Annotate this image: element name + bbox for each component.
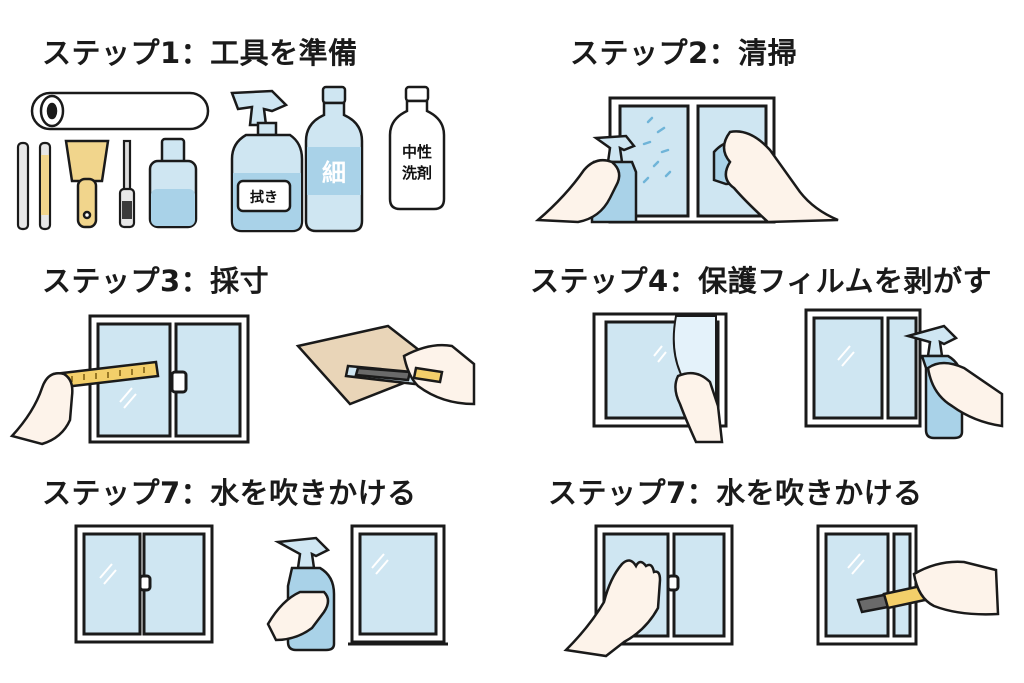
step-2-cleaning-illustration	[534, 96, 839, 224]
tall-bottle-label: 細	[322, 159, 346, 187]
window-frame-icon	[74, 524, 214, 644]
step-6-title: ステップ7：水を吹きかける	[548, 476, 923, 510]
step-4-title: ステップ4：保護フィルムを剥がす	[530, 264, 993, 298]
pressing-hand-icon	[563, 559, 662, 658]
wiping-hand-icon	[712, 130, 839, 224]
glass-shine-marks	[847, 553, 865, 575]
step-5-title: ステップ7：水を吹きかける	[42, 476, 417, 510]
water-spray-marks	[642, 116, 672, 184]
glass-shine-marks	[837, 345, 855, 367]
cutter-hand-icon	[344, 343, 476, 406]
spray-bottle-icon: 拭き	[230, 89, 304, 233]
small-bottle-icon	[148, 137, 198, 229]
spray-bottle-icon	[903, 324, 1004, 440]
detergent-bottle-icon: 中性 洗剤	[388, 85, 446, 211]
spray-hand-icon	[534, 134, 638, 224]
step-3-title: ステップ3：採寸	[42, 264, 270, 298]
putty-knife-icon	[64, 139, 110, 229]
spray-bottle-icon	[266, 536, 336, 652]
step-6-apply-illustration	[563, 524, 1000, 658]
scraper-tool-icon	[16, 141, 52, 231]
peeling-hand-icon	[674, 371, 724, 444]
window-frame-icon	[348, 524, 448, 646]
tall-bottle-icon: 細	[304, 85, 364, 233]
step-1-title: ステップ1：工具を準備	[42, 36, 358, 70]
tape-measure-icon	[9, 360, 160, 446]
step-5-spray-illustration	[74, 524, 448, 652]
step-2-title: ステップ2：清掃	[570, 36, 798, 70]
step-4-peel-illustration	[592, 308, 1004, 444]
glass-shine-marks	[99, 563, 117, 585]
detergent-label-line1: 中性	[402, 143, 432, 161]
detergent-label-line2: 洗剤	[402, 164, 432, 182]
glass-shine-marks	[371, 553, 389, 575]
window-frame-icon	[816, 524, 918, 646]
film-roll-icon	[30, 91, 210, 131]
step-1-tools-illustration: 拭き 細 中性 洗剤	[16, 85, 446, 233]
window-frame-icon	[804, 308, 922, 428]
spray-bottle-label: 拭き	[250, 189, 278, 206]
step-3-measuring-illustration	[9, 314, 476, 446]
squeegee-hand-icon	[856, 560, 1000, 616]
glass-shine-marks	[119, 387, 137, 409]
screwdriver-icon	[118, 139, 136, 229]
